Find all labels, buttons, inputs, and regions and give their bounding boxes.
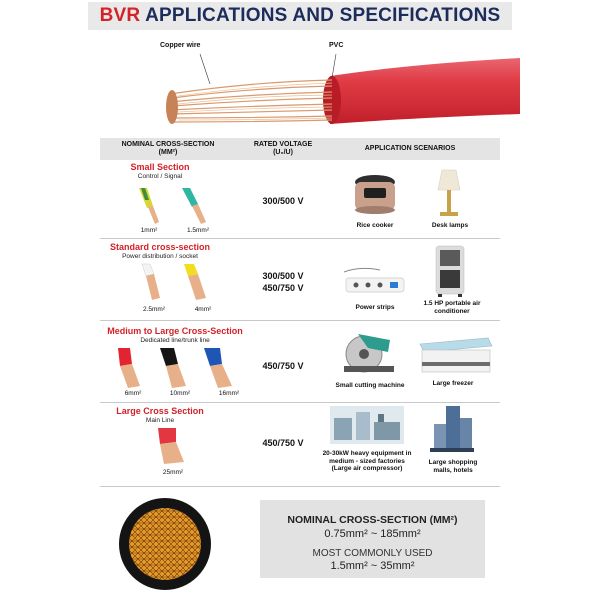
rated-voltage: 300/500 V xyxy=(262,196,304,206)
table-header: NOMINAL CROSS-SECTION (MM²) RATED VOLTAG… xyxy=(100,138,500,160)
wire-6mm-icon xyxy=(118,348,140,388)
nominal-range: 0.75mm² ~ 185mm² xyxy=(324,528,421,540)
size-label: 25mm² xyxy=(162,469,184,476)
row-divider xyxy=(100,320,500,321)
row-title: Medium to Large Cross-Section xyxy=(107,326,243,336)
page-title: BVR APPLICATIONS AND SPECIFICATIONS xyxy=(88,2,512,30)
app-caption: Small cutting machine xyxy=(335,382,405,389)
row-divider xyxy=(100,238,500,239)
power-strip-icon xyxy=(343,267,405,293)
size-label: 2.5mm² xyxy=(142,306,166,313)
wire-25mm-icon xyxy=(158,428,184,464)
rated-voltage: 450/750 V xyxy=(262,438,304,448)
app-caption: Desk lamps xyxy=(431,222,469,229)
row-divider xyxy=(100,402,500,403)
factory-equipment-icon xyxy=(330,406,404,444)
common-label: MOST COMMONLY USED xyxy=(312,548,433,559)
size-label: 1mm² xyxy=(140,227,158,234)
rice-cooker-icon xyxy=(355,175,395,214)
wire-2-5mm-icon xyxy=(141,263,160,300)
wire-4mm-icon xyxy=(184,264,206,300)
size-label: 1.5mm² xyxy=(186,227,210,234)
row-subtitle: Control / Signal xyxy=(137,173,183,180)
title-rest: APPLICATIONS AND SPECIFICATIONS xyxy=(145,5,501,26)
title-brand: BVR xyxy=(99,5,141,26)
rated-voltage: 450/750 V xyxy=(262,361,304,371)
common-range: 1.5mm² ~ 35mm² xyxy=(330,560,415,572)
row-title: Large Cross Section xyxy=(116,406,204,416)
portable-air-conditioner-icon xyxy=(435,245,465,297)
rated-voltage: 450/750 V xyxy=(262,283,304,293)
wire-1mm-icon xyxy=(139,188,159,224)
wire-10mm-icon xyxy=(160,348,186,388)
row-subtitle: Power distribution / socket xyxy=(122,253,198,260)
app-caption: Large shopping malls, hotels xyxy=(428,459,478,474)
size-label: 6mm² xyxy=(124,390,142,397)
app-caption: Power strips xyxy=(355,304,395,311)
header-scenarios: APPLICATION SCENARIOS xyxy=(364,145,456,152)
size-label: 4mm² xyxy=(194,306,212,313)
app-caption: Large freezer xyxy=(432,380,474,387)
shopping-mall-icon xyxy=(430,406,474,452)
row-divider xyxy=(100,486,500,487)
large-freezer-icon xyxy=(419,337,493,373)
copper-wire-label: Copper wire xyxy=(160,42,201,49)
rated-voltage: 300/500 V xyxy=(262,271,304,281)
wire-1-5mm-icon xyxy=(182,188,206,224)
spec-summary-box: NOMINAL CROSS-SECTION (MM²) 0.75mm² ~ 18… xyxy=(260,500,485,578)
desk-lamp-icon xyxy=(437,169,461,216)
row-title: Small Section xyxy=(130,162,190,172)
cable-cross-section-image xyxy=(119,498,211,590)
title-bar: BVR APPLICATIONS AND SPECIFICATIONS xyxy=(88,2,512,30)
app-caption: Rice cooker xyxy=(356,222,394,229)
wire-16mm-icon xyxy=(204,348,232,388)
row-subtitle: Main Line xyxy=(145,417,175,424)
header-voltage: RATED VOLTAGE (U₀/U) xyxy=(253,141,313,156)
row-subtitle: Dedicated line/trunk line xyxy=(140,337,210,344)
nominal-label: NOMINAL CROSS-SECTION (MM²) xyxy=(287,514,458,526)
header-cross-section: NOMINAL CROSS-SECTION (MM²) xyxy=(121,141,215,156)
size-label: 16mm² xyxy=(218,390,240,397)
wire-hero-image xyxy=(166,53,520,124)
cutting-machine-icon xyxy=(344,334,394,373)
app-caption: 1.5 HP portable air conditioner xyxy=(423,300,481,315)
size-label: 10mm² xyxy=(169,390,191,397)
row-title: Standard cross-section xyxy=(109,242,211,252)
app-caption: 20-30kW heavy equipment in medium - size… xyxy=(322,450,412,472)
pvc-label: PVC xyxy=(329,42,344,49)
